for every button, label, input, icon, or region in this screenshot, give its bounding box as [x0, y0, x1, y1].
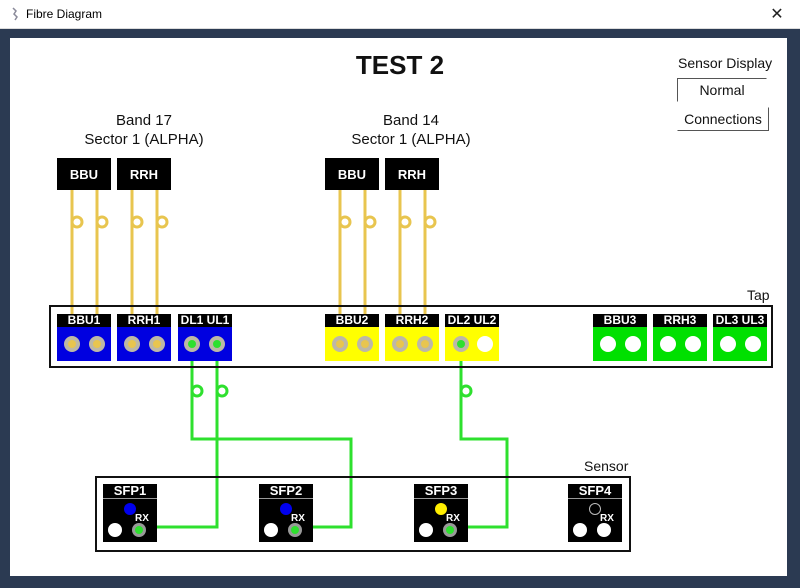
port-label: RRH1	[117, 314, 171, 327]
port-hole[interactable]	[357, 336, 373, 352]
sfp4[interactable]: SFP4 RX	[568, 484, 622, 542]
rx-label: RX	[446, 513, 460, 524]
rx-port[interactable]	[443, 523, 457, 537]
port-label: DL1 UL1	[178, 314, 232, 327]
port-hole[interactable]	[600, 336, 616, 352]
band-name: Band 14	[383, 112, 439, 129]
rx-label: RX	[135, 513, 149, 524]
port-hole[interactable]	[745, 336, 761, 352]
rrh-band14[interactable]: RRH	[385, 158, 439, 190]
tx-port[interactable]	[108, 523, 122, 537]
rx-port[interactable]	[132, 523, 146, 537]
tap-port-dl1-ul1[interactable]: DL1 UL1	[178, 314, 232, 361]
window-title: Fibre Diagram	[26, 7, 103, 21]
status-led	[124, 503, 136, 515]
sensor-display-label: Sensor Display	[678, 55, 773, 71]
port-hole[interactable]	[392, 336, 408, 352]
app-icon	[12, 7, 18, 21]
close-icon: ✕	[770, 6, 784, 23]
sfp-label: SFP4	[568, 484, 622, 499]
equipment-label: BBU	[69, 166, 99, 182]
port-hole[interactable]	[332, 336, 348, 352]
status-led	[280, 503, 292, 515]
port-hole[interactable]	[89, 336, 105, 352]
port-body	[713, 327, 767, 361]
port-label: DL3 UL3	[713, 314, 767, 327]
band-name: Band 17	[116, 112, 172, 129]
port-body	[445, 327, 499, 361]
port-hole[interactable]	[685, 336, 701, 352]
equipment-label: BBU	[337, 166, 367, 182]
port-label: BBU1	[57, 314, 111, 327]
port-hole[interactable]	[124, 336, 140, 352]
port-body	[593, 327, 647, 361]
port-body	[57, 327, 111, 361]
tap-port-bbu1[interactable]: BBU1	[57, 314, 111, 361]
sfp-label: SFP3	[414, 484, 468, 499]
port-hole[interactable]	[625, 336, 641, 352]
sfp-label: SFP1	[103, 484, 157, 499]
bbu-band17[interactable]: BBU	[57, 158, 111, 190]
port-hole[interactable]	[453, 336, 469, 352]
sfp-label: SFP2	[259, 484, 313, 499]
rx-label: RX	[291, 513, 305, 524]
port-body	[385, 327, 439, 361]
port-body	[325, 327, 379, 361]
port-body	[178, 327, 232, 361]
port-label: RRH3	[653, 314, 707, 327]
tx-port[interactable]	[573, 523, 587, 537]
title-bar: Fibre Diagram ✕	[0, 0, 800, 29]
port-label: BBU3	[593, 314, 647, 327]
port-body	[653, 327, 707, 361]
tap-port-dl3-ul3[interactable]: DL3 UL3	[713, 314, 767, 361]
port-hole[interactable]	[209, 336, 225, 352]
tap-port-rrh2[interactable]: RRH2	[385, 314, 439, 361]
band-14-label: Band 14 Sector 1 (ALPHA)	[331, 111, 491, 149]
port-label: DL2 UL2	[445, 314, 499, 327]
port-hole[interactable]	[64, 336, 80, 352]
port-label: BBU2	[325, 314, 379, 327]
rx-label: RX	[600, 513, 614, 524]
port-hole[interactable]	[660, 336, 676, 352]
port-hole[interactable]	[149, 336, 165, 352]
tap-port-rrh1[interactable]: RRH1	[117, 314, 171, 361]
sector-name: Sector 1 (ALPHA)	[84, 131, 204, 148]
sfp3[interactable]: SFP3 RX	[414, 484, 468, 542]
status-led	[435, 503, 447, 515]
tap-port-rrh3[interactable]: RRH3	[653, 314, 707, 361]
band-17-label: Band 17 Sector 1 (ALPHA)	[64, 111, 224, 149]
status-led	[589, 503, 601, 515]
port-label: RRH2	[385, 314, 439, 327]
port-hole[interactable]	[417, 336, 433, 352]
port-body	[117, 327, 171, 361]
sensor-label: Sensor	[584, 458, 629, 474]
close-button[interactable]: ✕	[754, 0, 800, 28]
tap-port-dl2-ul2[interactable]: DL2 UL2	[445, 314, 499, 361]
port-hole[interactable]	[184, 336, 200, 352]
rrh-band17[interactable]: RRH	[117, 158, 171, 190]
tx-port[interactable]	[419, 523, 433, 537]
sector-name: Sector 1 (ALPHA)	[351, 131, 471, 148]
tx-port[interactable]	[264, 523, 278, 537]
sfp1[interactable]: SFP1 RX	[103, 484, 157, 542]
rx-port[interactable]	[288, 523, 302, 537]
rx-port[interactable]	[597, 523, 611, 537]
tap-port-bbu2[interactable]: BBU2	[325, 314, 379, 361]
tap-label: Tap	[747, 287, 770, 303]
sensor-panel	[95, 476, 631, 552]
equipment-label: RRH	[397, 166, 427, 182]
sfp2[interactable]: SFP2 RX	[259, 484, 313, 542]
port-hole[interactable]	[720, 336, 736, 352]
equipment-label: RRH	[129, 166, 159, 182]
connections-button[interactable]: Connections	[677, 107, 769, 131]
normal-button[interactable]: Normal	[677, 78, 767, 102]
bbu-band14[interactable]: BBU	[325, 158, 379, 190]
port-hole[interactable]	[477, 336, 493, 352]
tap-port-bbu3[interactable]: BBU3	[593, 314, 647, 361]
page-title: TEST 2	[355, 50, 445, 80]
tap-panel	[49, 305, 773, 368]
